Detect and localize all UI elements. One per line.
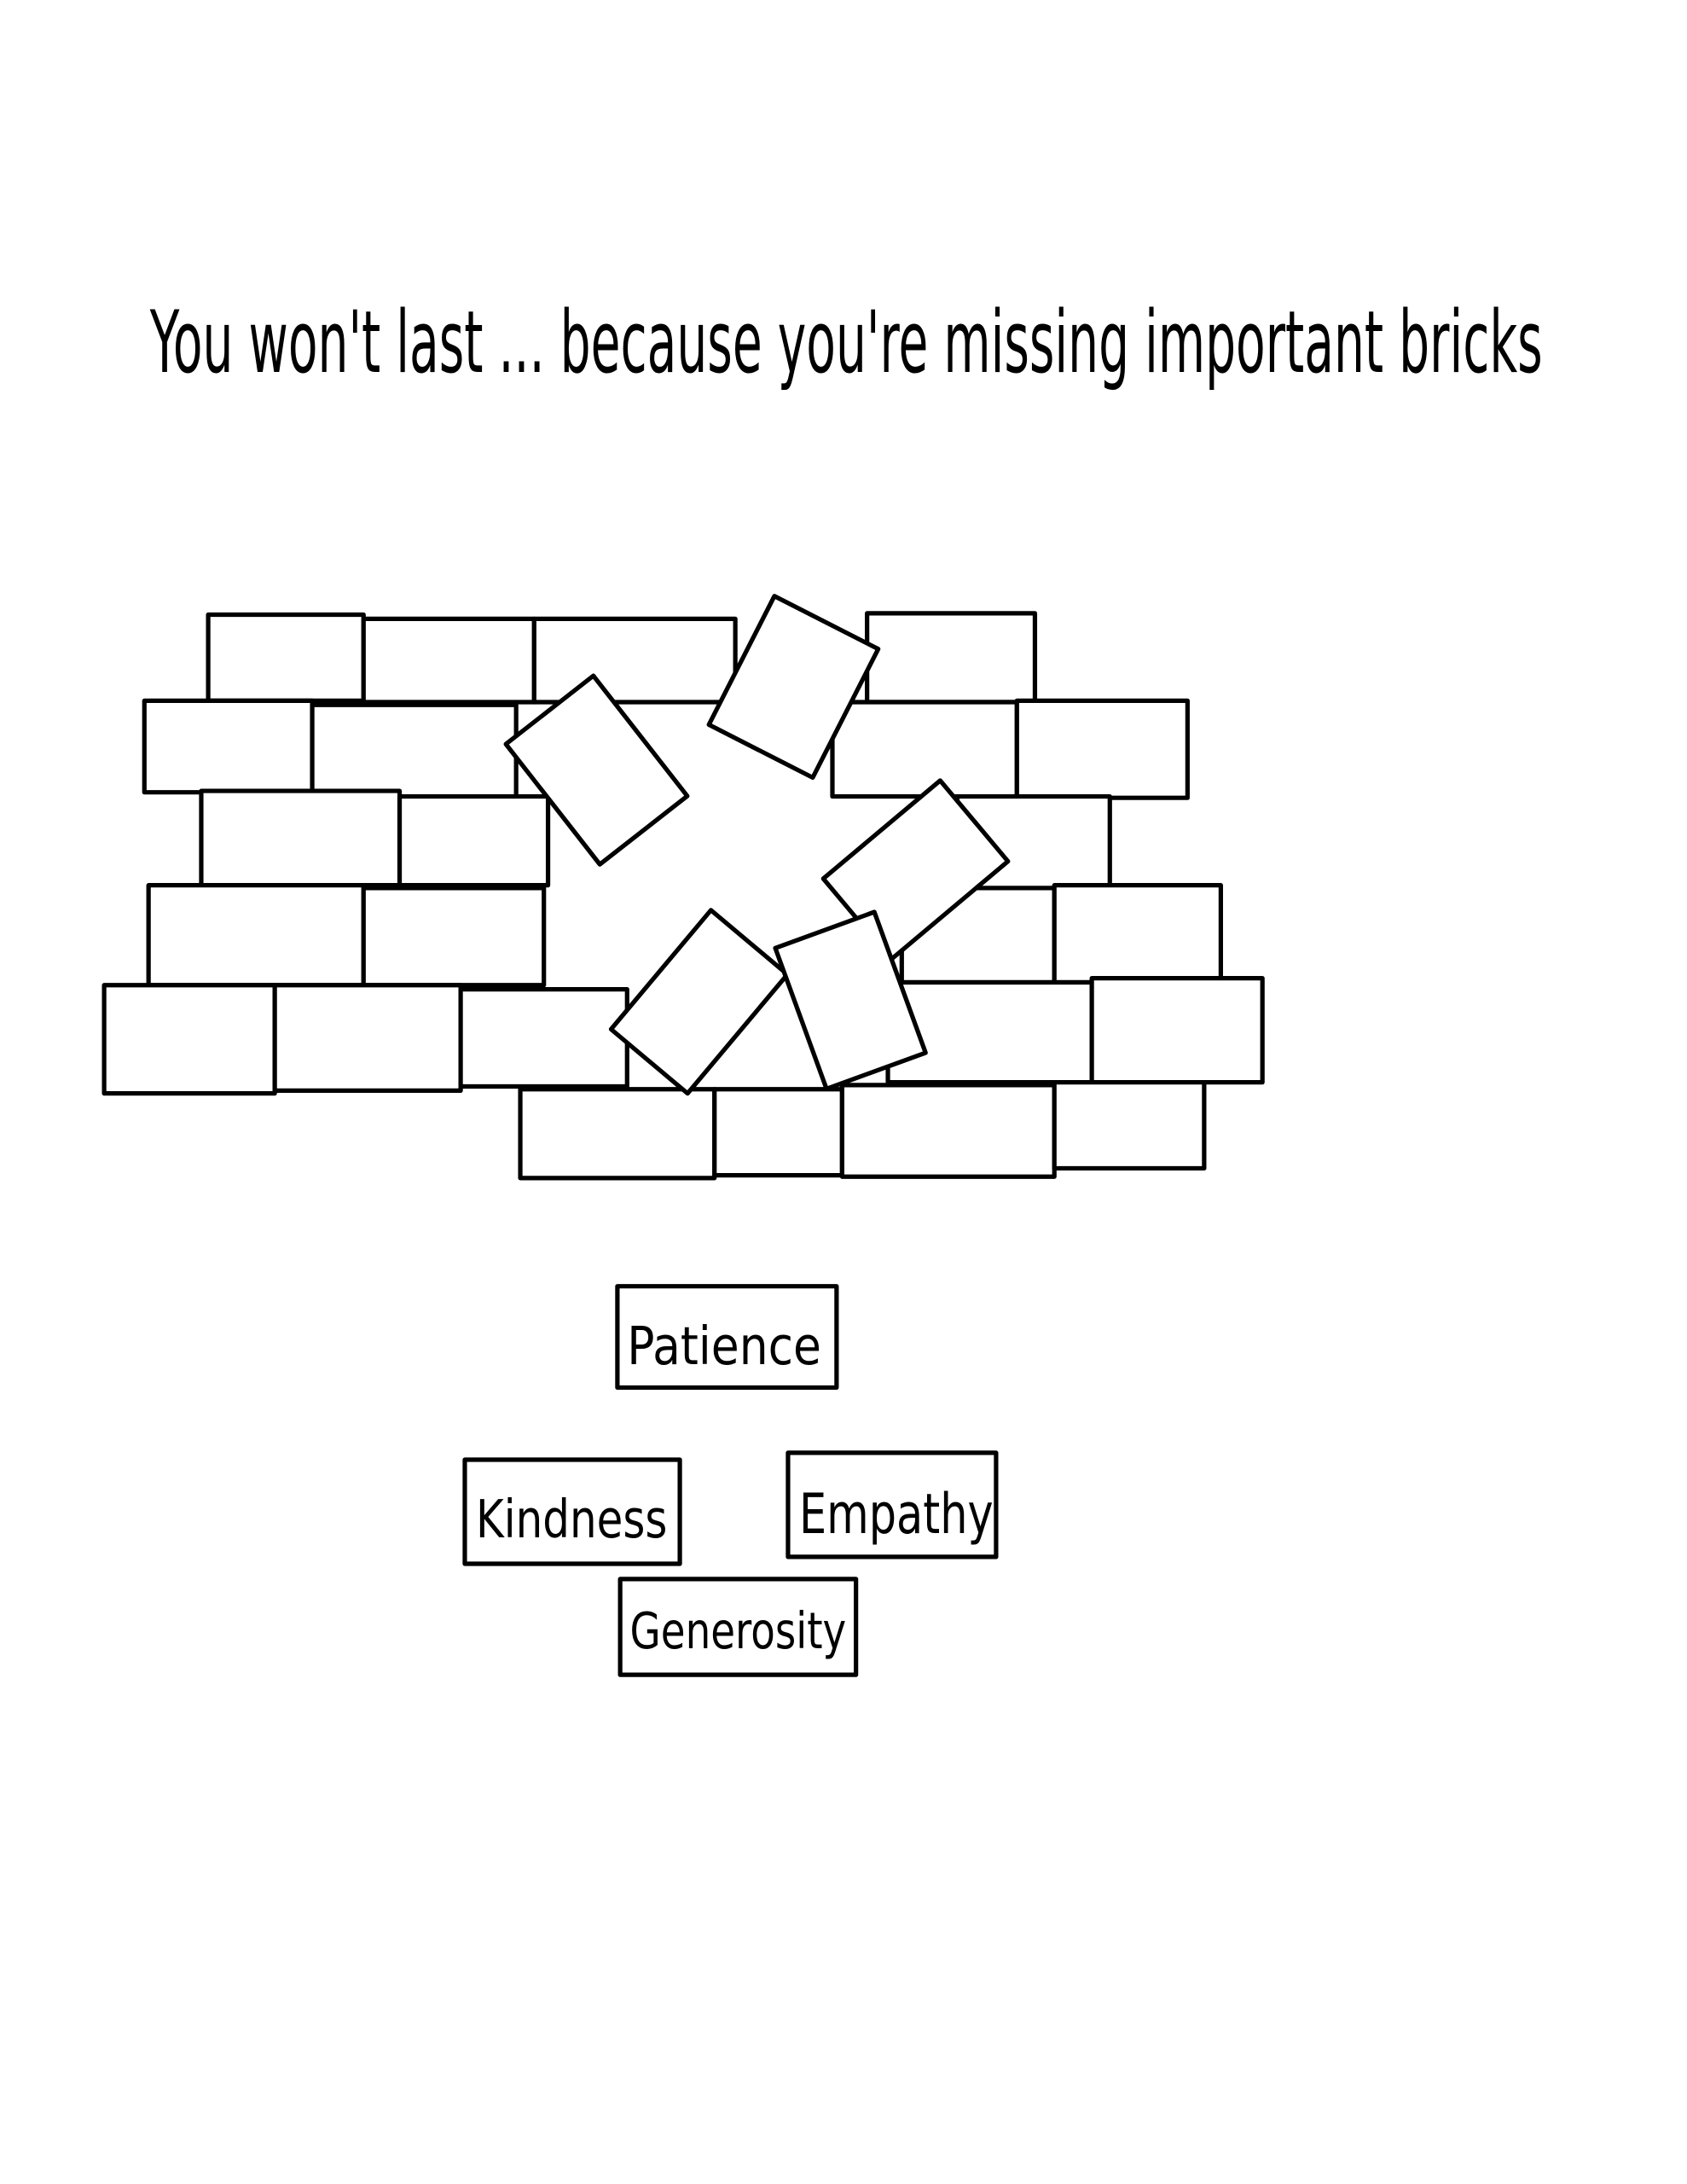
- brick: [885, 979, 1094, 1085]
- brick: [865, 611, 1038, 705]
- brick: [310, 702, 519, 799]
- virtue-bricks: Patience Kindness Empathy Generosity: [462, 1284, 999, 1677]
- brick: [361, 886, 547, 988]
- brick: [142, 698, 315, 795]
- loose-brick: [608, 908, 790, 1096]
- brick: [531, 616, 738, 705]
- brick-wall: [101, 611, 1265, 1181]
- brick: [839, 1083, 1057, 1179]
- brick: [1089, 976, 1265, 1085]
- generosity-brick: Generosity: [617, 1577, 859, 1677]
- brick: [1014, 698, 1190, 800]
- brick: [101, 983, 277, 1096]
- brick: [146, 883, 366, 988]
- brick: [361, 616, 536, 705]
- brick: [272, 983, 463, 1093]
- empathy-label: Empathy: [799, 1483, 994, 1547]
- patience-brick: Patience: [615, 1284, 839, 1391]
- title-text: You won't last ... because you're missin…: [149, 292, 1542, 392]
- brick: [397, 793, 551, 888]
- loose-brick: [503, 673, 690, 867]
- brick: [1052, 1080, 1207, 1171]
- brick: [458, 987, 629, 1089]
- brick: [830, 700, 1019, 799]
- kindness-label: Kindness: [476, 1489, 667, 1550]
- generosity-label: Generosity: [630, 1602, 847, 1660]
- loose-brick: [773, 909, 928, 1091]
- falling-bricks: [503, 594, 1011, 1096]
- brick: [1052, 883, 1223, 985]
- patience-label: Patience: [627, 1316, 821, 1377]
- brick: [199, 788, 403, 888]
- brick: [712, 1087, 844, 1178]
- brick: [518, 1087, 717, 1181]
- kindness-brick: Kindness: [462, 1457, 682, 1566]
- brick: [206, 612, 366, 703]
- empathy-brick: Empathy: [786, 1450, 999, 1560]
- loose-brick: [706, 594, 881, 781]
